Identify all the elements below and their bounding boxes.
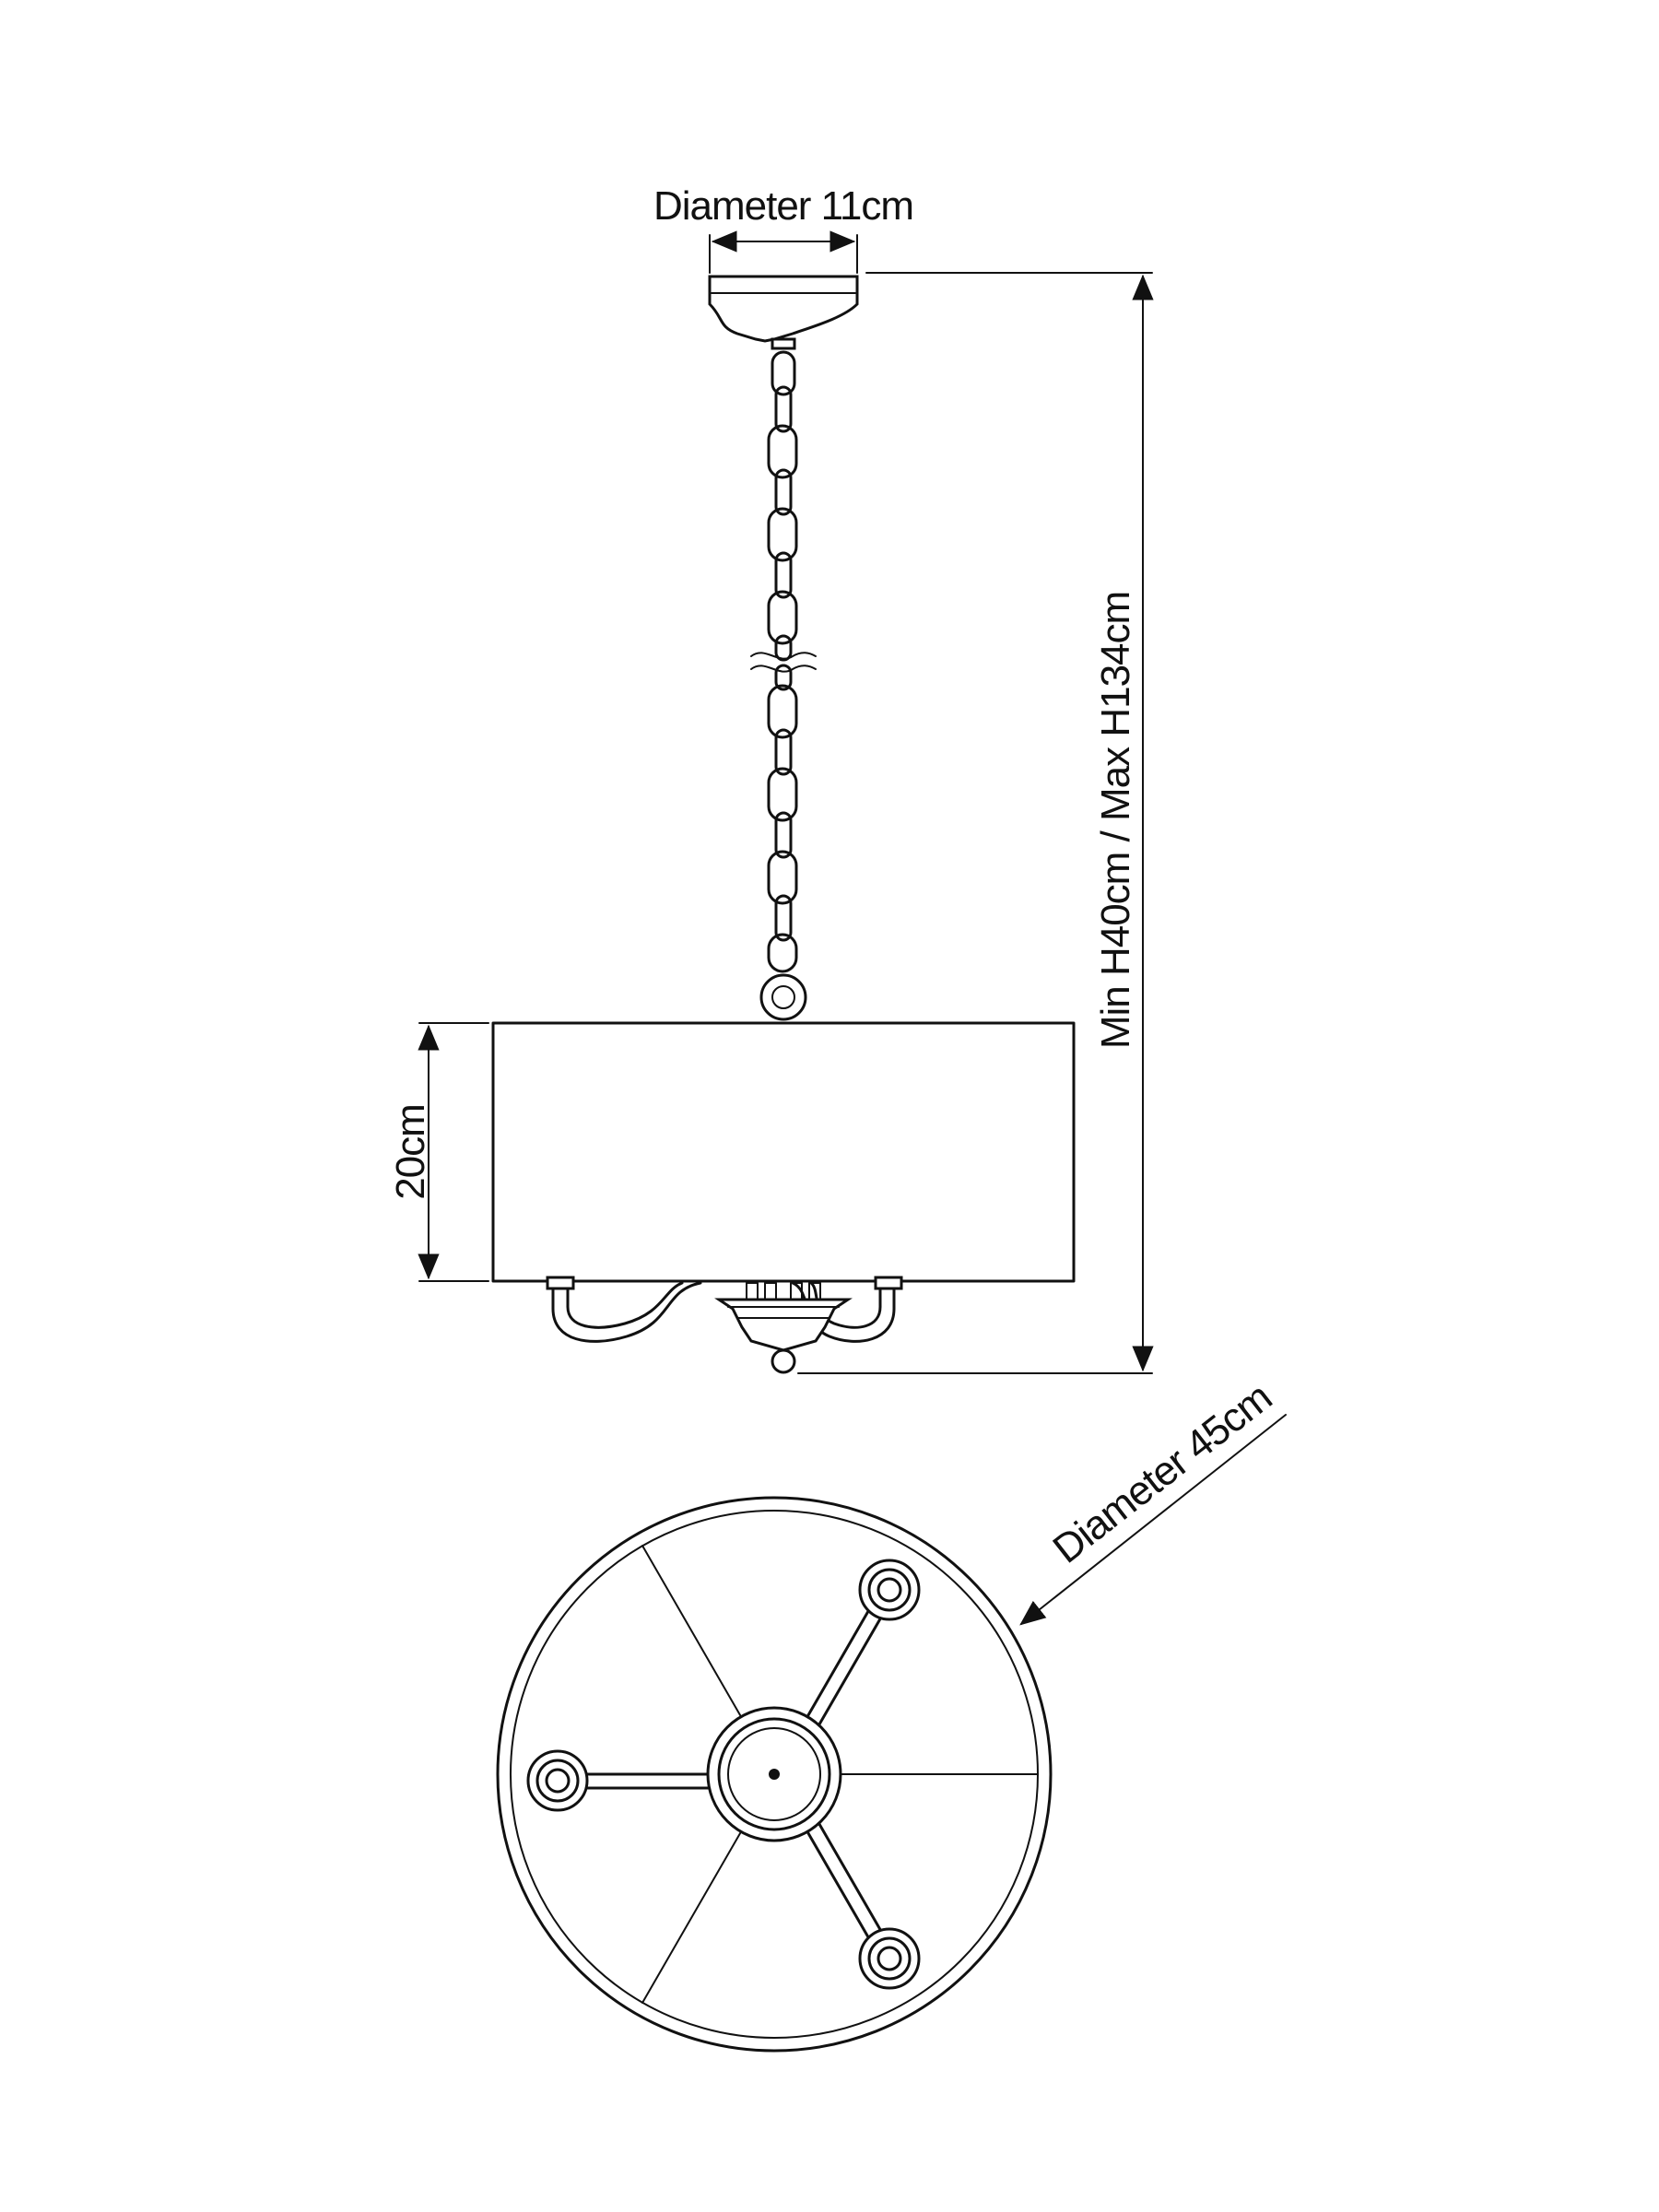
- total-height-dimension: Min H40cm / Max H134cm: [797, 272, 1154, 1374]
- shade-diameter-dimension: Diameter 45cm: [1019, 1374, 1287, 1626]
- canopy-diameter-dimension: Diameter 11cm: [653, 183, 914, 274]
- shade-diameter-label: Diameter 45cm: [1045, 1374, 1280, 1571]
- canopy-diameter-label: Diameter 11cm: [653, 183, 913, 229]
- shade-height-label: 20cm: [388, 1104, 433, 1200]
- suspension-chain: [750, 350, 817, 1021]
- center-hub-plan: [706, 1706, 842, 1842]
- candle-cups-plan: [526, 1559, 921, 1990]
- shade-height-dimension: 20cm: [388, 1022, 489, 1282]
- total-height-label: Min H40cm / Max H134cm: [1093, 592, 1138, 1049]
- plan-view: Diameter 45cm: [496, 1374, 1287, 2053]
- ceiling-canopy: [708, 275, 859, 350]
- lamp-arms: [546, 1276, 903, 1343]
- side-elevation: Diameter 11cm Min H40cm / Max H134cm 20c…: [388, 183, 1154, 1374]
- center-body: [714, 1282, 853, 1374]
- drum-shade: [491, 1021, 1076, 1283]
